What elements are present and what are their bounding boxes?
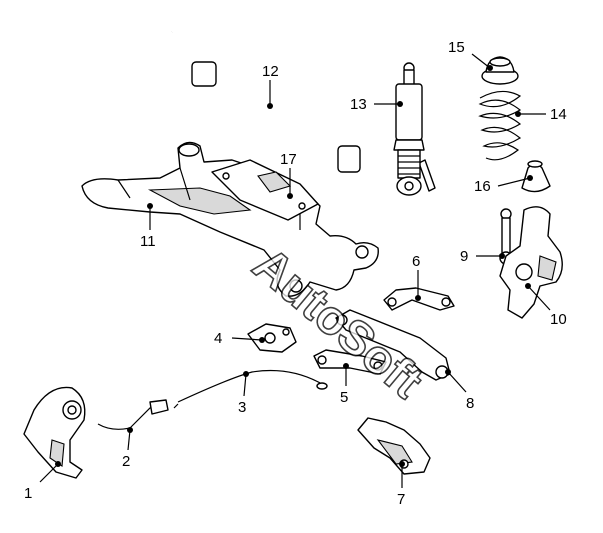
part-4-mount-bushing <box>247 323 297 353</box>
callout-14: 14 <box>550 106 567 123</box>
part-7-link-bracket <box>357 417 431 475</box>
callout-6: 6 <box>412 253 420 270</box>
part-15-spring-upper-seat <box>481 56 519 85</box>
part-16-bump-stop <box>521 160 551 193</box>
callout-8: 8 <box>466 395 474 412</box>
callout-12: 12 <box>262 63 279 80</box>
part-8-lower-control-arm <box>335 309 451 381</box>
callout-2: 2 <box>122 453 130 470</box>
part-14-coil-spring <box>478 90 522 161</box>
callout-labels: 1 2 3 4 5 6 7 8 9 10 11 12 13 14 15 16 1… <box>24 39 567 508</box>
callout-1: 1 <box>24 485 32 502</box>
callout-17: 17 <box>280 151 297 168</box>
part-5-trailing-link <box>313 349 387 375</box>
leader-lines <box>39 53 551 488</box>
callout-3: 3 <box>238 399 246 416</box>
callout-13: 13 <box>350 96 367 113</box>
callout-11: 11 <box>140 233 156 250</box>
part-11-rear-subframe <box>81 141 379 297</box>
callout-7: 7 <box>397 491 405 508</box>
part-1-backing-plate <box>23 386 86 479</box>
callout-9: 9 <box>460 248 468 265</box>
callout-15: 15 <box>448 39 465 56</box>
part-12-stabilizer-bar <box>170 27 436 192</box>
part-3-brake-cable <box>173 369 328 409</box>
callout-4: 4 <box>214 330 222 347</box>
callout-16: 16 <box>474 178 491 195</box>
part-10-wheel-knuckle <box>499 206 563 319</box>
callout-5: 5 <box>340 389 348 406</box>
part-13-shock-absorber <box>393 62 425 196</box>
part-2-brake-cable-bracket <box>97 399 169 430</box>
callout-10: 10 <box>550 311 567 328</box>
